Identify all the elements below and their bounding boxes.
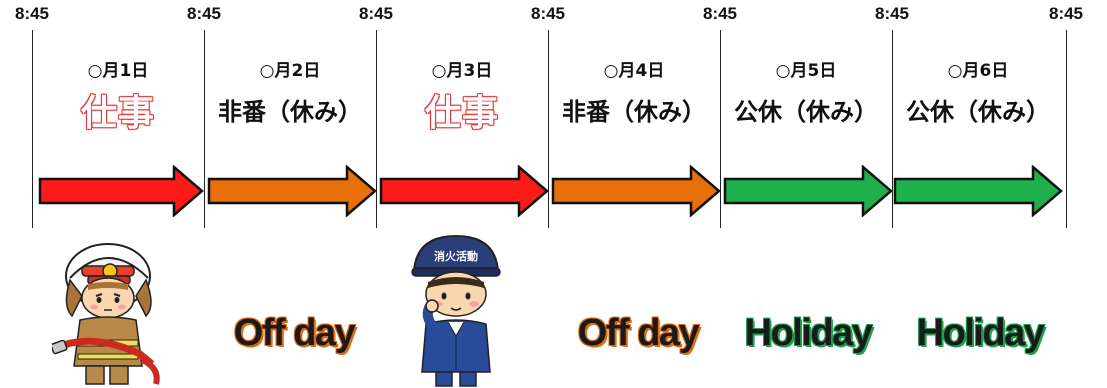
english-label-holiday-6: Holiday: [916, 312, 1045, 354]
day-date-4: ○月4日: [603, 61, 665, 81]
day-date-1: ○月1日: [87, 61, 149, 81]
status-work-3: 仕事: [424, 93, 499, 134]
divider-line: [1066, 30, 1067, 228]
cap-text: 消火活動: [434, 249, 478, 263]
time-label-2: 8:45: [358, 4, 394, 23]
status-holiday-6: 公休（休み）: [906, 98, 1050, 126]
time-label-5: 8:45: [874, 4, 910, 23]
time-label-4: 8:45: [702, 4, 738, 23]
day-date-3: ○月3日: [431, 61, 493, 81]
firefighter-illustration: [52, 243, 160, 385]
divider-line: [548, 30, 549, 228]
time-label-0: 8:45: [14, 4, 50, 23]
arrow-work-1: [38, 165, 204, 217]
day-date-2: ○月2日: [259, 61, 321, 81]
english-label-holiday-5: Holiday: [744, 312, 873, 354]
english-label-off-day-4: Off day: [577, 312, 700, 354]
divider-line: [720, 30, 721, 228]
day-date-6: ○月6日: [947, 61, 1009, 81]
divider-line: [376, 30, 377, 228]
fire-officer-illustration: 消火活動: [411, 234, 501, 387]
time-label-1: 8:45: [186, 4, 222, 23]
arrow-off-4: [551, 165, 721, 217]
divider-line: [204, 30, 205, 228]
divider-line: [892, 30, 893, 228]
status-off-4: 非番（休み）: [562, 98, 706, 126]
status-work-1: 仕事: [80, 93, 155, 134]
arrow-off-2: [207, 165, 377, 217]
time-label-6: 8:45: [1048, 4, 1084, 23]
day-date-5: ○月5日: [775, 61, 837, 81]
time-label-3: 8:45: [530, 4, 566, 23]
english-label-off-day-2: Off day: [233, 312, 356, 354]
arrow-holiday-6: [893, 165, 1063, 217]
divider-line: [32, 30, 33, 228]
status-holiday-5: 公休（休み）: [734, 98, 878, 126]
arrow-work-3: [379, 165, 549, 217]
arrow-holiday-5: [723, 165, 893, 217]
status-off-2: 非番（休み）: [218, 98, 362, 126]
